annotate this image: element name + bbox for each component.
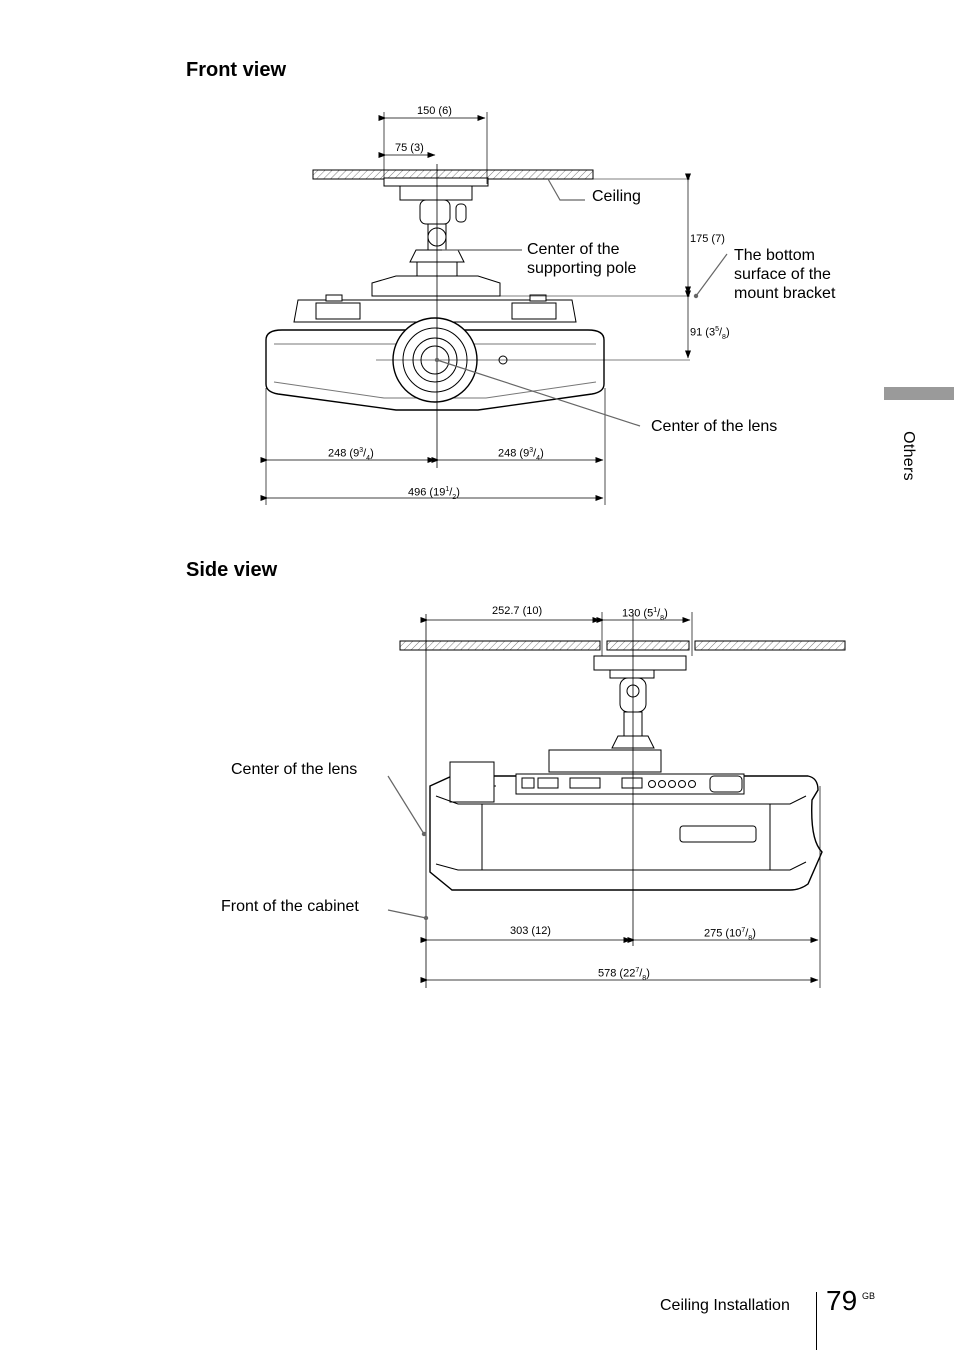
page-number: 79 <box>826 1285 858 1316</box>
bracket-label-line3: mount bracket <box>734 285 836 302</box>
side-lens-center-label: Center of the lens <box>231 761 358 778</box>
footer-divider <box>816 1292 817 1350</box>
ceiling-label: Ceiling <box>592 188 641 205</box>
dim-248-right: 248 (93/4) <box>498 447 544 462</box>
side-lens-hood <box>449 761 495 803</box>
dim-252-7: 252.7 (10) <box>492 605 543 617</box>
cabinet-front-label: Front of the cabinet <box>221 898 359 915</box>
dim-91: 91 (35/8) <box>690 326 730 341</box>
bracket-label-line2: surface of the <box>734 266 831 283</box>
side-view-heading: Side view <box>186 559 278 581</box>
section-tab-label: Others <box>900 431 917 481</box>
front-view-drawing <box>260 112 728 505</box>
dim-75: 75 (3) <box>395 142 424 154</box>
dim-175: 175 (7) <box>690 233 725 245</box>
pole-label-line1: Center of the <box>527 241 620 258</box>
page-region: GB <box>862 1291 876 1301</box>
dim-496: 496 (191/2) <box>408 486 460 501</box>
dim-303: 303 (12) <box>510 925 551 937</box>
footer-section-title: Ceiling Installation <box>660 1297 790 1314</box>
pole-label-line2: supporting pole <box>527 260 637 277</box>
dim-130: 130 (51/8) <box>622 607 668 622</box>
front-view-heading: Front view <box>186 59 287 81</box>
front-lens-center-label: Center of the lens <box>651 418 778 435</box>
dim-150: 150 (6) <box>417 105 452 117</box>
dim-578: 578 (227/8) <box>598 967 650 982</box>
bracket-label-line1: The bottom <box>734 247 815 264</box>
section-tab-bar <box>884 387 954 400</box>
side-view-drawing <box>387 612 846 988</box>
dim-275: 275 (107/8) <box>704 927 756 942</box>
dim-248-left: 248 (93/4) <box>328 447 374 462</box>
